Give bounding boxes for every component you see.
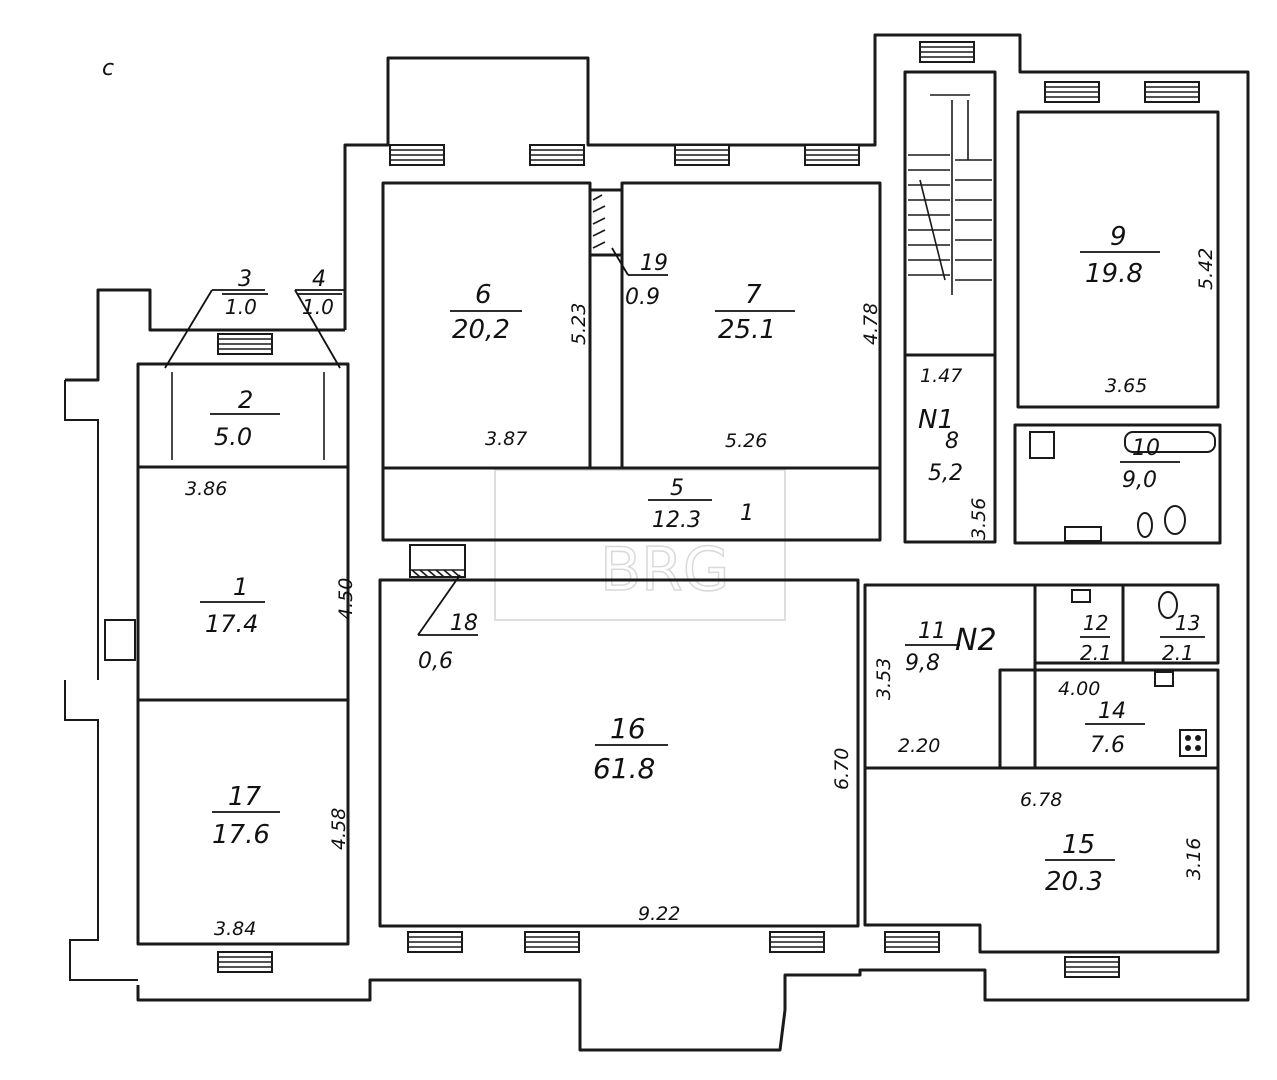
room-11-number: 11	[918, 619, 946, 644]
room-15-number: 15	[1062, 830, 1095, 860]
dim-3-16: 3.16	[1183, 838, 1205, 880]
room-4-number: 4	[312, 267, 326, 292]
room-2-number: 2	[238, 386, 253, 414]
dim-6-78: 6.78	[1020, 789, 1062, 811]
room-14-area: 7.6	[1090, 733, 1125, 758]
room-17-area: 17.6	[212, 820, 270, 850]
misc-marks: с N1 N2 1	[102, 56, 997, 658]
leader-lines	[164, 247, 668, 636]
room-15-area: 20.3	[1045, 867, 1103, 897]
room-8-number: 8	[945, 429, 959, 454]
dim-9-22: 9.22	[638, 903, 680, 925]
room-11-area: 9,8	[905, 651, 940, 676]
dim-3-86: 3.86	[185, 478, 227, 500]
dimension-labels: 3.86 4.50 3.87 5.23 5.26 4.78 1.47 3.56 …	[185, 248, 1217, 940]
dim-3-65: 3.65	[1105, 375, 1147, 397]
dim-5-23: 5.23	[568, 303, 590, 345]
room-3-area: 1.0	[225, 295, 257, 319]
windows	[104, 41, 1200, 978]
room-17-number: 17	[228, 782, 262, 812]
room-9-area: 19.8	[1085, 259, 1143, 289]
fixtures	[1029, 431, 1216, 757]
room-6-number: 6	[475, 280, 492, 310]
room-18-number: 18	[450, 611, 478, 636]
room-12-area: 2.1	[1080, 641, 1112, 665]
room-14-number: 14	[1098, 699, 1126, 724]
flat-1-mark: N1	[918, 405, 954, 435]
room-16-area: 61.8	[593, 752, 655, 785]
dim-3-53: 3.53	[873, 658, 895, 700]
dim-5-26: 5.26	[725, 430, 767, 452]
room-9-number: 9	[1110, 222, 1127, 252]
outer-walls	[64, 33, 1250, 1052]
room-6-area: 20,2	[452, 315, 510, 345]
room-18-area: 0,6	[418, 649, 453, 674]
room-2-area: 5.0	[214, 423, 252, 451]
room-12-number: 12	[1083, 611, 1108, 635]
dim-4-00: 4.00	[1058, 678, 1100, 700]
watermark-text: BRG	[600, 535, 729, 605]
room-19-number: 19	[640, 251, 668, 276]
interior-walls	[136, 70, 1222, 954]
room-5-area: 12.3	[652, 508, 701, 533]
dim-3-56: 3.56	[968, 498, 990, 540]
corner-mark: с	[102, 56, 114, 81]
dim-6-70: 6.70	[831, 748, 853, 790]
dim-4-50: 4.50	[335, 578, 357, 620]
hatched-partitions	[171, 194, 606, 578]
dim-5-42: 5.42	[1195, 248, 1217, 290]
room-5-number: 5	[670, 476, 684, 501]
room-4-area: 1.0	[302, 295, 334, 319]
room-8-area: 5,2	[928, 461, 963, 486]
room-13-number: 13	[1175, 611, 1200, 635]
room-13-area: 2.1	[1162, 641, 1194, 665]
dim-1-47: 1.47	[920, 365, 962, 387]
dim-2-20: 2.20	[898, 735, 940, 757]
room-19-area: 0.9	[625, 285, 660, 310]
room-7-number: 7	[745, 280, 762, 310]
room-1-area: 17.4	[205, 610, 258, 638]
room-labels: 1 17.4 2 5.0 3 1.0 4 1.0 5 12.3 6 20,2 7…	[205, 222, 1200, 897]
room-16-number: 16	[610, 712, 646, 745]
dim-4-78: 4.78	[860, 303, 882, 345]
room-10-number: 10	[1132, 436, 1160, 461]
room-7-area: 25.1	[718, 315, 776, 345]
staircase	[908, 94, 992, 295]
corridor-note: 1	[740, 501, 754, 526]
dim-4-58: 4.58	[328, 808, 350, 850]
room-3-number: 3	[238, 267, 252, 292]
dim-3-84: 3.84	[214, 918, 256, 940]
fraction-bars	[200, 251, 1205, 861]
watermark: BRG	[494, 469, 786, 621]
room-10-area: 9,0	[1122, 468, 1157, 493]
dim-3-87: 3.87	[485, 428, 527, 450]
room-1-number: 1	[233, 573, 248, 601]
flat-2-mark: N2	[955, 623, 997, 658]
